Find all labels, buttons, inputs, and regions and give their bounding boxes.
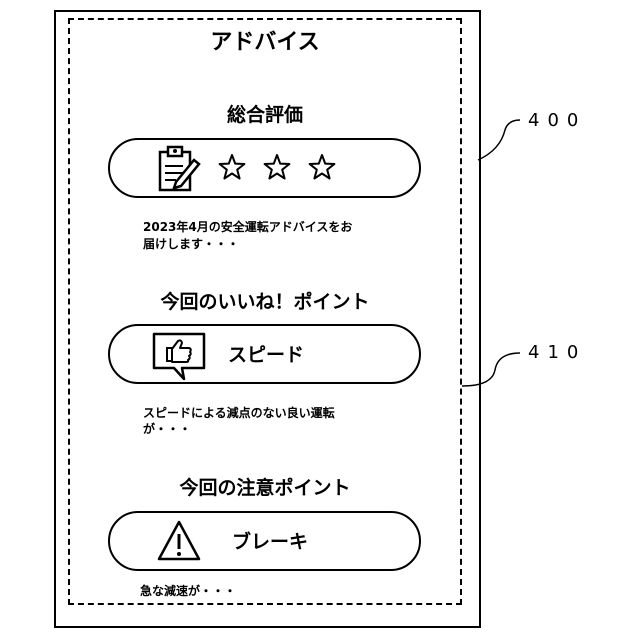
reference-label-410: 410 <box>528 342 586 363</box>
leader-line-410 <box>462 353 520 386</box>
leader-line-400 <box>478 120 520 160</box>
reference-label-400: 400 <box>528 110 586 131</box>
